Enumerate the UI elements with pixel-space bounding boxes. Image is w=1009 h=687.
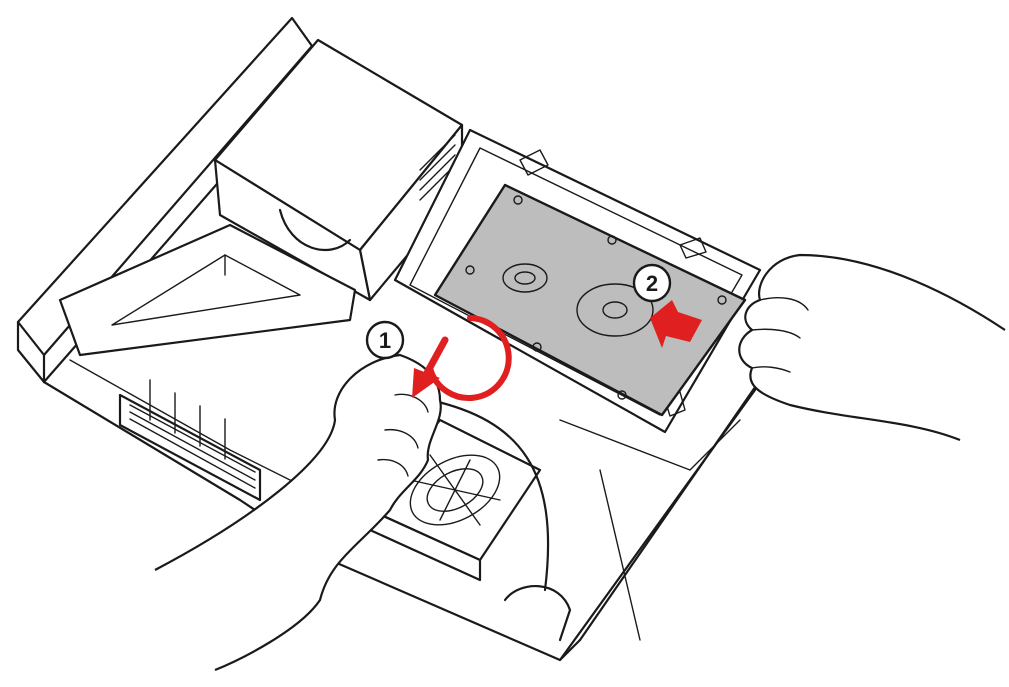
rotate-lever-arrow bbox=[412, 318, 509, 398]
step-1-label: 1 bbox=[379, 328, 391, 353]
step-1-badge: 1 bbox=[367, 322, 403, 358]
step-2-label: 2 bbox=[646, 271, 658, 296]
right-hand bbox=[739, 255, 1005, 440]
step-2-badge: 2 bbox=[634, 265, 670, 301]
